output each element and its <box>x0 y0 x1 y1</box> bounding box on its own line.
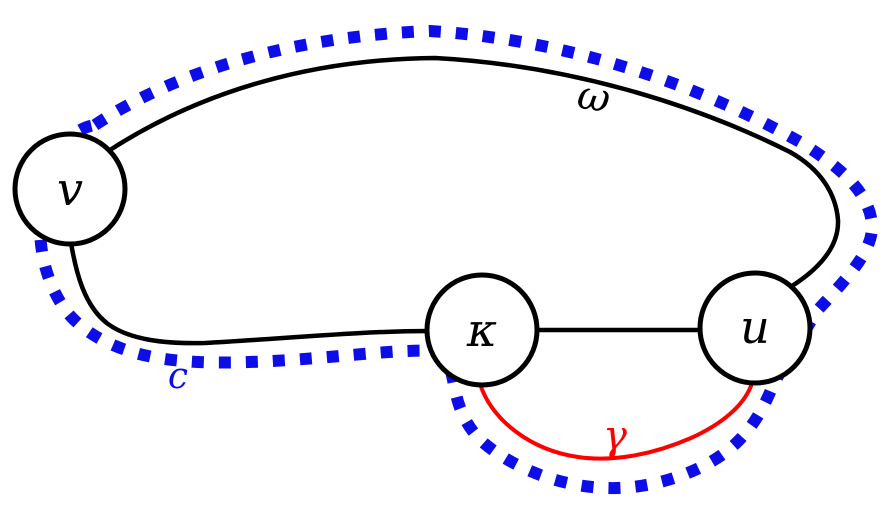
edge-gamma-label: γ <box>603 413 627 459</box>
edge-omega-label: ω <box>574 72 613 122</box>
node-u-label: u <box>740 300 770 354</box>
node-kappa-circle <box>424 272 540 388</box>
edge-v-kappa-path <box>68 240 433 346</box>
cycle-c-label: c <box>168 356 188 397</box>
node-v-circle <box>12 131 128 247</box>
node-v-label: v <box>57 162 83 216</box>
node-kappa-label: κ <box>466 303 497 357</box>
edge-gamma-path <box>478 382 753 461</box>
node-kappa: κ <box>424 272 540 388</box>
edge-omega-path <box>107 55 841 289</box>
node-u: u <box>697 270 813 386</box>
node-v: v <box>12 131 128 247</box>
cycle-c-path <box>33 24 879 495</box>
node-u-circle <box>697 270 813 386</box>
